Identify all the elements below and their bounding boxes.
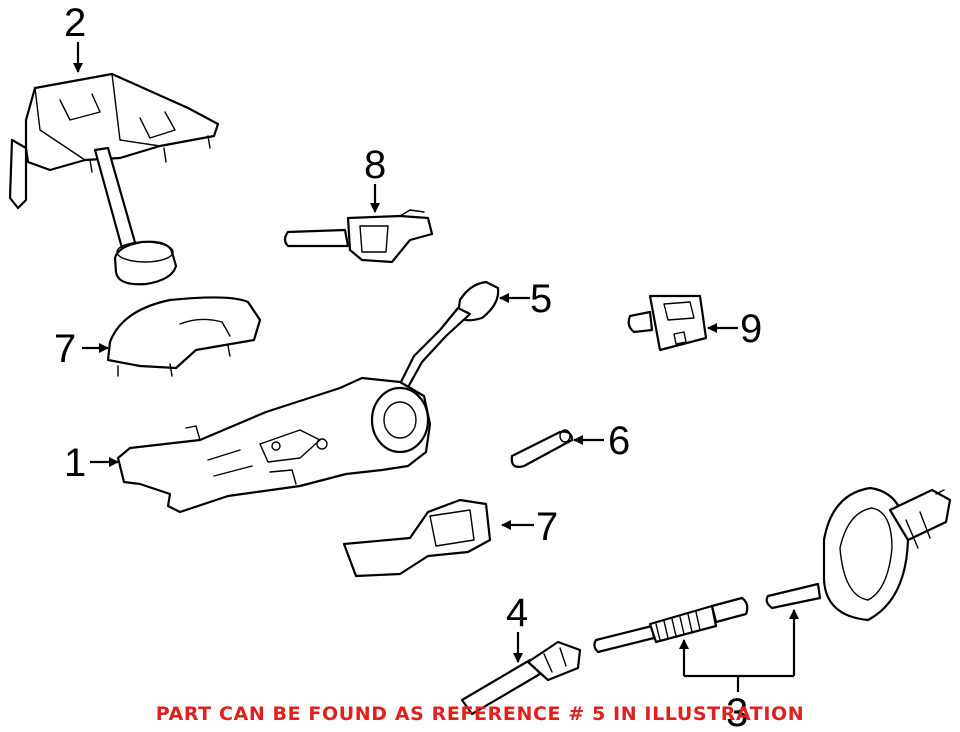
part-5-lever[interactable] bbox=[394, 280, 500, 400]
part-1-column-housing[interactable] bbox=[116, 376, 432, 514]
callout-1: 1 bbox=[64, 441, 86, 485]
callout-7-lower: 7 bbox=[536, 505, 558, 549]
part-2-mounting-bracket[interactable] bbox=[8, 72, 220, 286]
part-9-switch[interactable] bbox=[627, 294, 708, 352]
part-3-steering-shaft[interactable] bbox=[593, 486, 952, 654]
callout-2: 2 bbox=[64, 1, 86, 45]
callout-5: 5 bbox=[530, 277, 552, 321]
callout-7-upper: 7 bbox=[54, 327, 76, 371]
callout-4: 4 bbox=[506, 591, 528, 635]
callout-8: 8 bbox=[364, 143, 386, 187]
part-7-upper-shroud[interactable] bbox=[106, 296, 262, 377]
reference-note: PART CAN BE FOUND AS REFERENCE # 5 IN IL… bbox=[155, 703, 805, 725]
part-8-switch[interactable] bbox=[283, 209, 434, 264]
part-7-lower-shroud[interactable] bbox=[342, 498, 492, 578]
callout-3: 3 bbox=[726, 691, 748, 732]
callout-6: 6 bbox=[608, 419, 630, 463]
part-4-u-joint-shaft[interactable] bbox=[460, 640, 582, 716]
part-6-pin[interactable] bbox=[510, 429, 574, 468]
callout-9: 9 bbox=[740, 307, 762, 351]
leader-arrows bbox=[73, 42, 799, 692]
